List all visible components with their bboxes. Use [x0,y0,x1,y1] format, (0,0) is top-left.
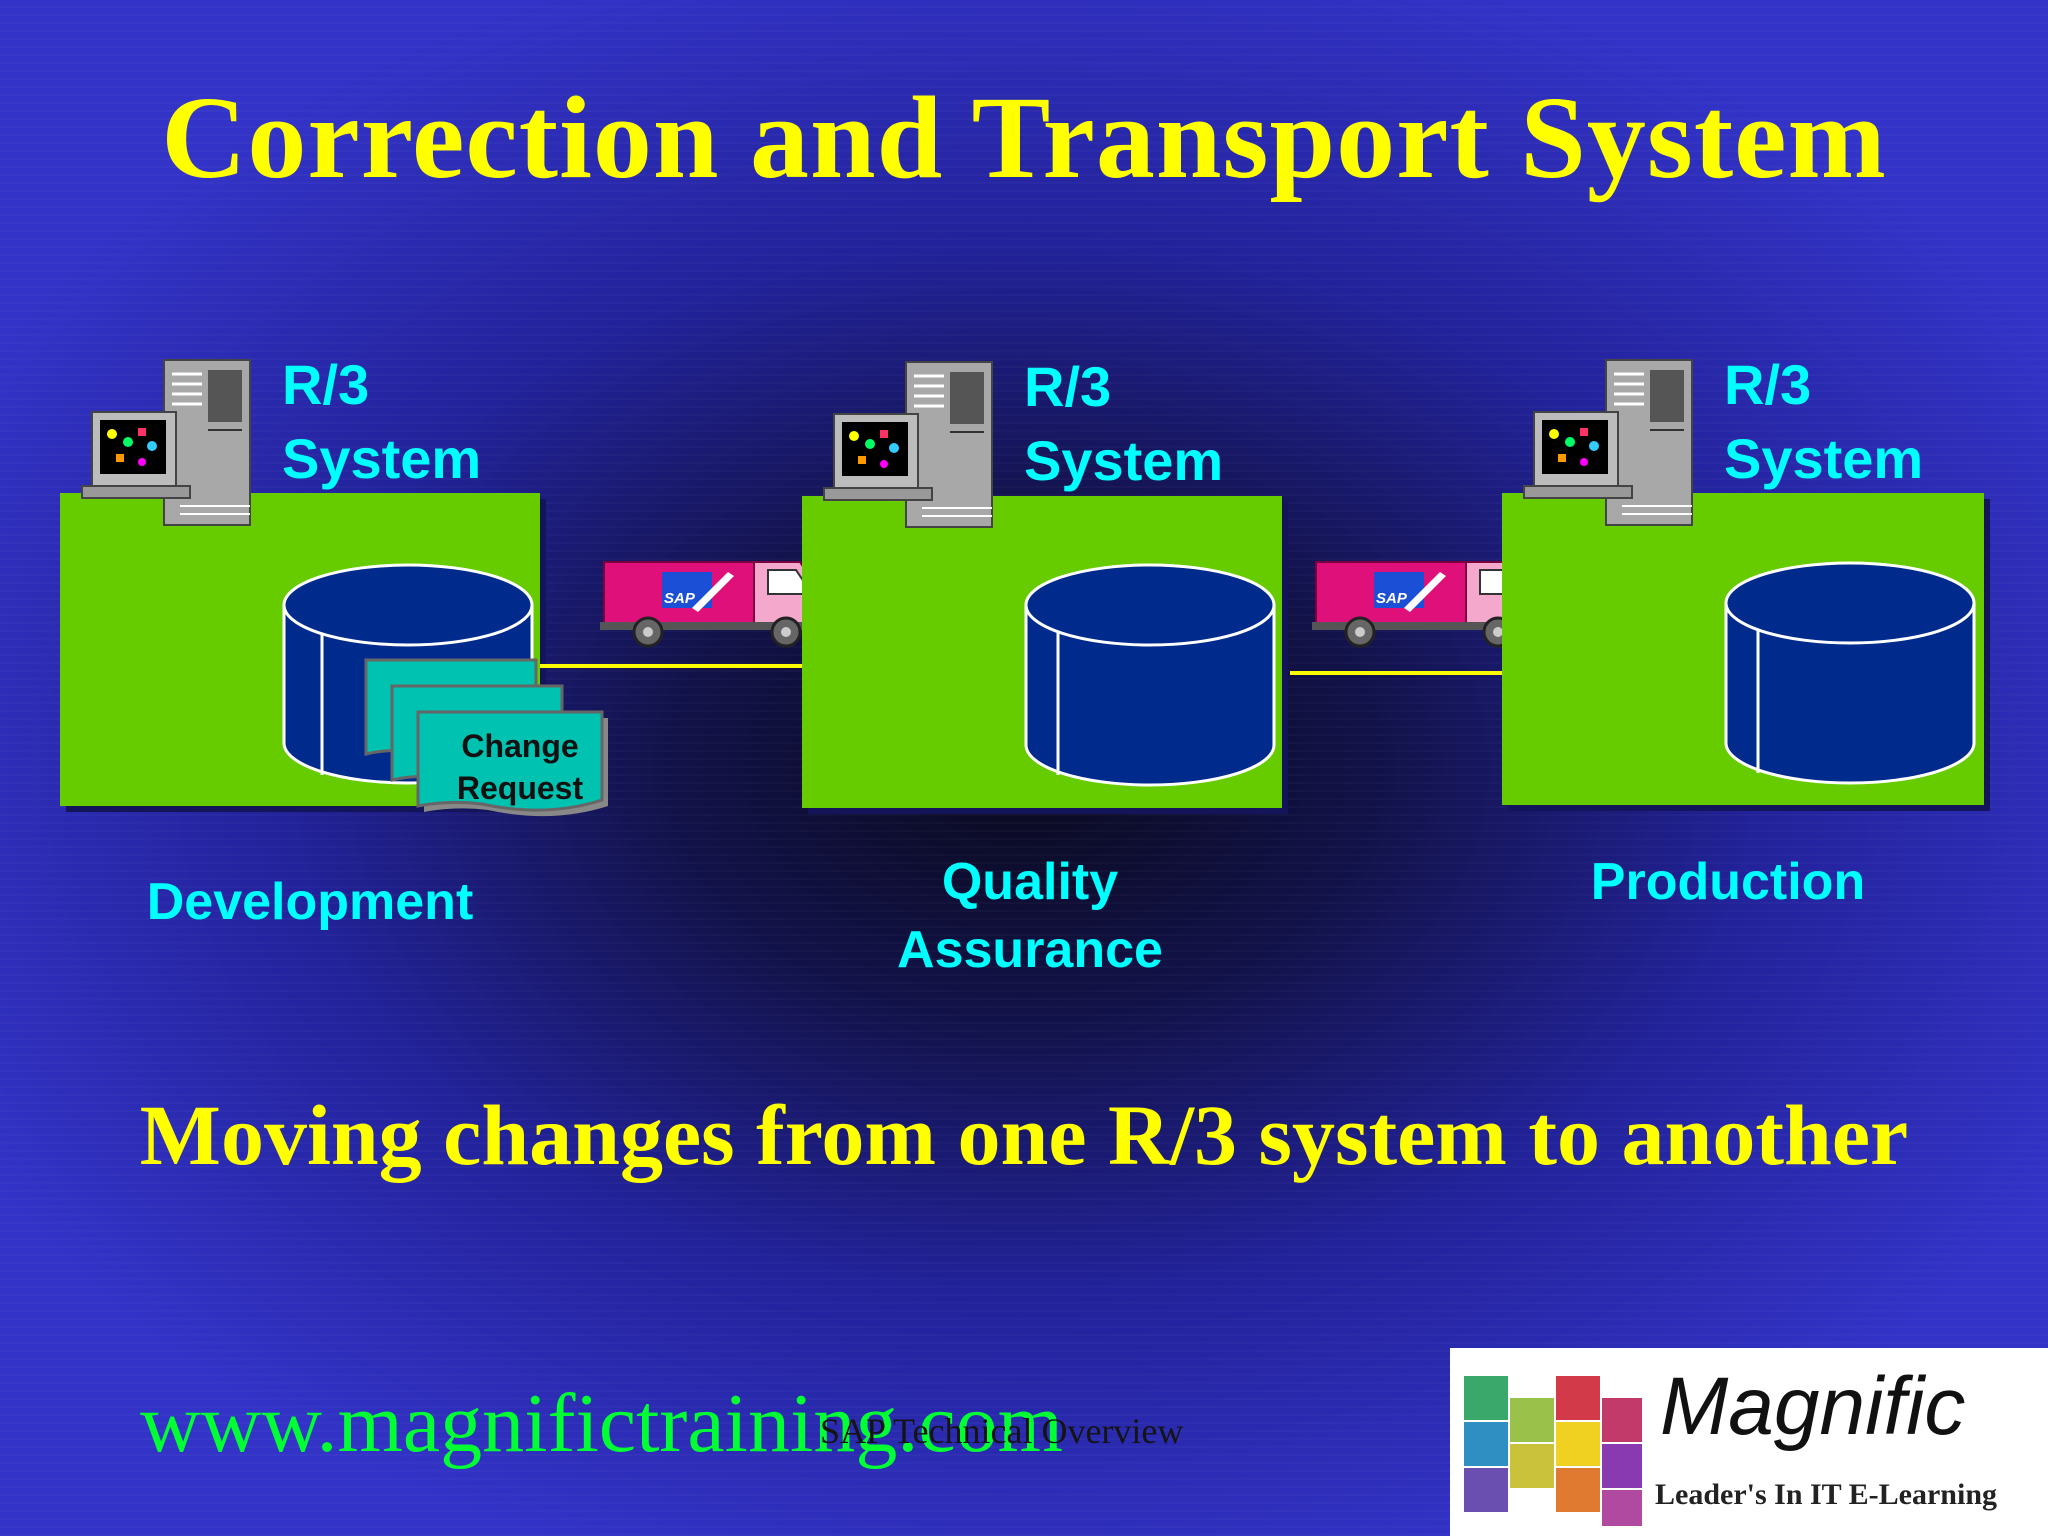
database-icon [1024,563,1276,787]
r3-system-label: R/3 System [1724,353,1924,490]
transport-truck-icon: SAP [600,561,826,648]
transport-arrow [540,658,830,674]
development-label: Development [146,873,474,931]
database-icon [1724,561,1976,785]
magnific-logo: Magnific Leader's In IT E-Learning [1450,1348,2048,1536]
change-request-line-2: Request [456,770,584,806]
change-request-line-1: Change [461,728,579,764]
server-computer-icon [823,361,993,528]
r3-system-label: R/3 System [282,353,482,490]
transport-truck-icon: SAP [1312,561,1538,648]
slide-footer: SAP Technical Overview [820,1411,1184,1451]
sap-logo: SAP [664,590,696,607]
production-label: Production [1590,853,1866,911]
server-computer-icon [81,359,251,526]
sap-logo: SAP [1376,590,1408,607]
change-request-label: Change Request [440,725,600,809]
quality-assurance-label: Quality Assurance [897,853,1163,979]
cubes-logo-icon [1464,1376,1642,1526]
change-request-document-icon [364,658,608,817]
logo-name: Magnific [1660,1361,1966,1452]
logo-tagline: Leader's In IT E-Learning [1655,1478,1997,1511]
slide-title: Correction and Transport System [161,72,1887,203]
server-computer-icon [1523,359,1693,526]
website-url: www.magnifictraining.com [140,1377,1063,1470]
r3-system-label: R/3 System [1024,355,1224,492]
slide-tagline: Moving changes from one R/3 system to an… [139,1087,1909,1183]
